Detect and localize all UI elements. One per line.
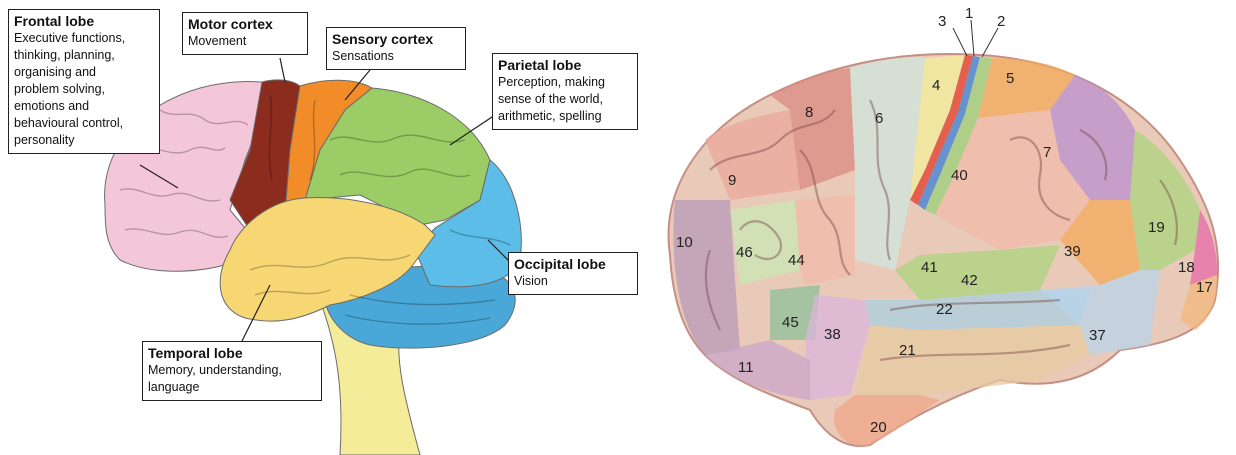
- area-18-label: 18: [1178, 259, 1195, 276]
- area-22-patch: [865, 290, 1090, 330]
- area-37-patch: [1040, 270, 1160, 355]
- callout-leaders: [139, 57, 511, 346]
- area-10-label: 10: [676, 234, 693, 251]
- callout-description: Movement: [188, 34, 247, 48]
- area-46-label: 46: [736, 244, 753, 261]
- area-39-label: 39: [1064, 243, 1081, 260]
- area-42-label: 42: [961, 272, 978, 289]
- area-19-patch: [1130, 130, 1200, 270]
- area-2-strip: [925, 57, 992, 215]
- callout-title: Sensory cortex: [332, 31, 434, 47]
- area-39-patch: [1060, 200, 1140, 285]
- area-4-patch: [910, 55, 965, 200]
- area-20-patch: [834, 395, 940, 446]
- area-41-label: 41: [921, 259, 938, 276]
- area-9-label: 9: [728, 172, 736, 189]
- gyri-lines: [704, 99, 1178, 362]
- area-5-label: 5: [1006, 70, 1014, 87]
- callout-description: Perception, making sense of the world, a…: [498, 75, 606, 123]
- area-22-label: 22: [936, 301, 953, 318]
- callout-description: Vision: [514, 274, 548, 288]
- area-3-strip: [910, 55, 973, 205]
- area-40-patch: [935, 110, 1090, 250]
- motor-cortex-callout: Motor cortex Movement: [182, 12, 308, 55]
- area-7-patch: [1050, 75, 1135, 200]
- area-18-patch: [1190, 210, 1218, 285]
- area-20-label: 20: [870, 419, 887, 436]
- area-1-strip: [918, 56, 980, 210]
- area-38-label: 38: [824, 326, 841, 343]
- area-17-patch: [1180, 275, 1218, 330]
- area-6-patch: [850, 57, 925, 271]
- callout-title: Motor cortex: [188, 16, 273, 32]
- callout-title: Temporal lobe: [148, 345, 243, 361]
- area-41-42-patch: [895, 245, 1060, 300]
- area-4-label: 4: [932, 77, 940, 94]
- callout-description: Sensations: [332, 49, 394, 63]
- sensory-cortex-callout: Sensory cortex Sensations: [326, 27, 466, 70]
- area-numbers: 3 1 2 4 5 8 6 7 9 40 10 46 44 19 41 42 3…: [676, 5, 1213, 436]
- area-45-patch: [770, 285, 820, 340]
- area-40-label: 40: [951, 167, 968, 184]
- callout-title: Occipital lobe: [514, 256, 606, 272]
- area-5-patch: [978, 58, 1075, 118]
- area-44-patch: [795, 195, 855, 285]
- area-9-patch: [705, 110, 800, 200]
- temporal-lobe-region: [219, 197, 436, 322]
- gyri-lines: [119, 94, 511, 325]
- frontal-lobe-callout: Frontal lobe Executive functions, thinki…: [8, 9, 160, 154]
- parietal-lobe-region: [304, 87, 491, 226]
- area-10-patch: [673, 200, 740, 355]
- area-6-label: 6: [875, 110, 883, 127]
- area-45-label: 45: [782, 314, 799, 331]
- area-46-patch: [730, 200, 800, 285]
- area-1-label: 1: [965, 5, 973, 22]
- area-38-patch: [805, 295, 870, 400]
- area-21-patch: [855, 325, 1090, 395]
- area-11-patch: [705, 340, 810, 400]
- callout-description: Memory, understanding, language: [148, 363, 282, 394]
- area-21-label: 21: [899, 342, 916, 359]
- lobe-diagram: Frontal lobe Executive functions, thinki…: [8, 9, 638, 455]
- parietal-lobe-callout: Parietal lobe Perception, making sense o…: [492, 53, 638, 130]
- area-37-label: 37: [1089, 327, 1106, 344]
- callout-description: Executive functions, thinking, planning,…: [14, 31, 126, 147]
- area-3-label: 3: [938, 13, 946, 30]
- area-leaders: [952, 19, 999, 58]
- brodmann-map-artwork: 3 1 2 4 5 8 6 7 9 40 10 46 44 19 41 42 3…: [667, 5, 1220, 447]
- brodmann-map: 3 1 2 4 5 8 6 7 9 40 10 46 44 19 41 42 3…: [620, 0, 1236, 455]
- area-17-label: 17: [1196, 279, 1213, 296]
- area-19-label: 19: [1148, 219, 1165, 236]
- callout-title: Frontal lobe: [14, 13, 95, 29]
- callout-title: Parietal lobe: [498, 57, 582, 73]
- area-7-label: 7: [1043, 144, 1051, 161]
- area-11-label: 11: [738, 359, 754, 376]
- area-8-patch: [770, 68, 855, 190]
- occipital-lobe-callout: Occipital lobe Vision: [508, 252, 638, 295]
- area-2-label: 2: [997, 13, 1005, 30]
- area-44-label: 44: [788, 252, 805, 269]
- area-patches: [673, 55, 1218, 446]
- temporal-lobe-callout: Temporal lobe Memory, understanding, lan…: [142, 341, 322, 401]
- area-8-label: 8: [805, 104, 813, 121]
